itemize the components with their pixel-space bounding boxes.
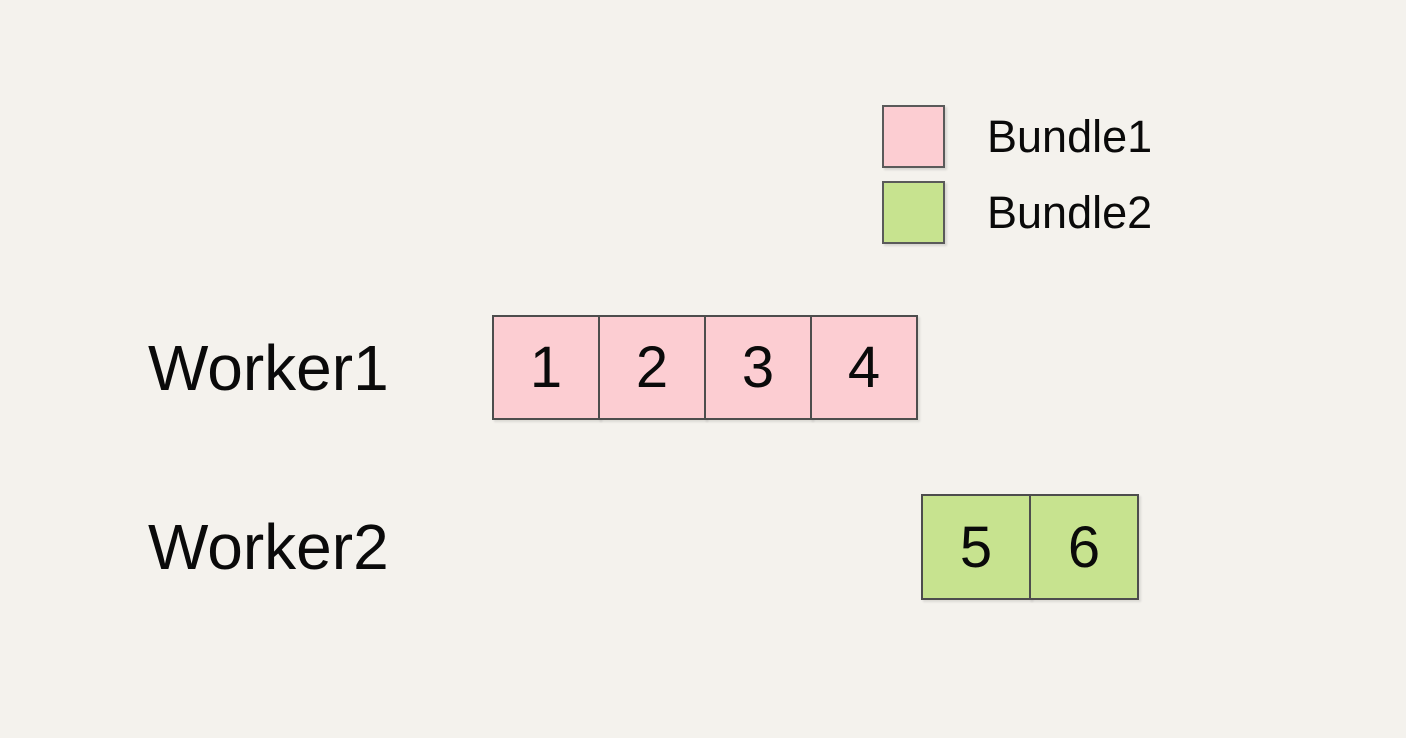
legend-item-bundle1: Bundle1 xyxy=(882,105,1152,168)
task-cell: 3 xyxy=(704,315,812,420)
legend-item-bundle2: Bundle2 xyxy=(882,181,1152,244)
legend-label-bundle2: Bundle2 xyxy=(987,187,1153,238)
worker2-task-row: 5 6 xyxy=(921,494,1139,600)
worker1-task-row: 1 2 3 4 xyxy=(492,315,918,420)
task-cell: 1 xyxy=(492,315,600,420)
bundle2-color-swatch xyxy=(882,181,945,244)
task-cell: 6 xyxy=(1029,494,1139,600)
legend-label-bundle1: Bundle1 xyxy=(987,111,1153,162)
task-cell: 4 xyxy=(810,315,918,420)
worker2-label: Worker2 xyxy=(148,511,389,583)
task-cell: 2 xyxy=(598,315,706,420)
legend: Bundle1 Bundle2 xyxy=(882,105,1152,257)
bundle1-color-swatch xyxy=(882,105,945,168)
worker1-label: Worker1 xyxy=(148,331,389,404)
task-cell: 5 xyxy=(921,494,1031,600)
